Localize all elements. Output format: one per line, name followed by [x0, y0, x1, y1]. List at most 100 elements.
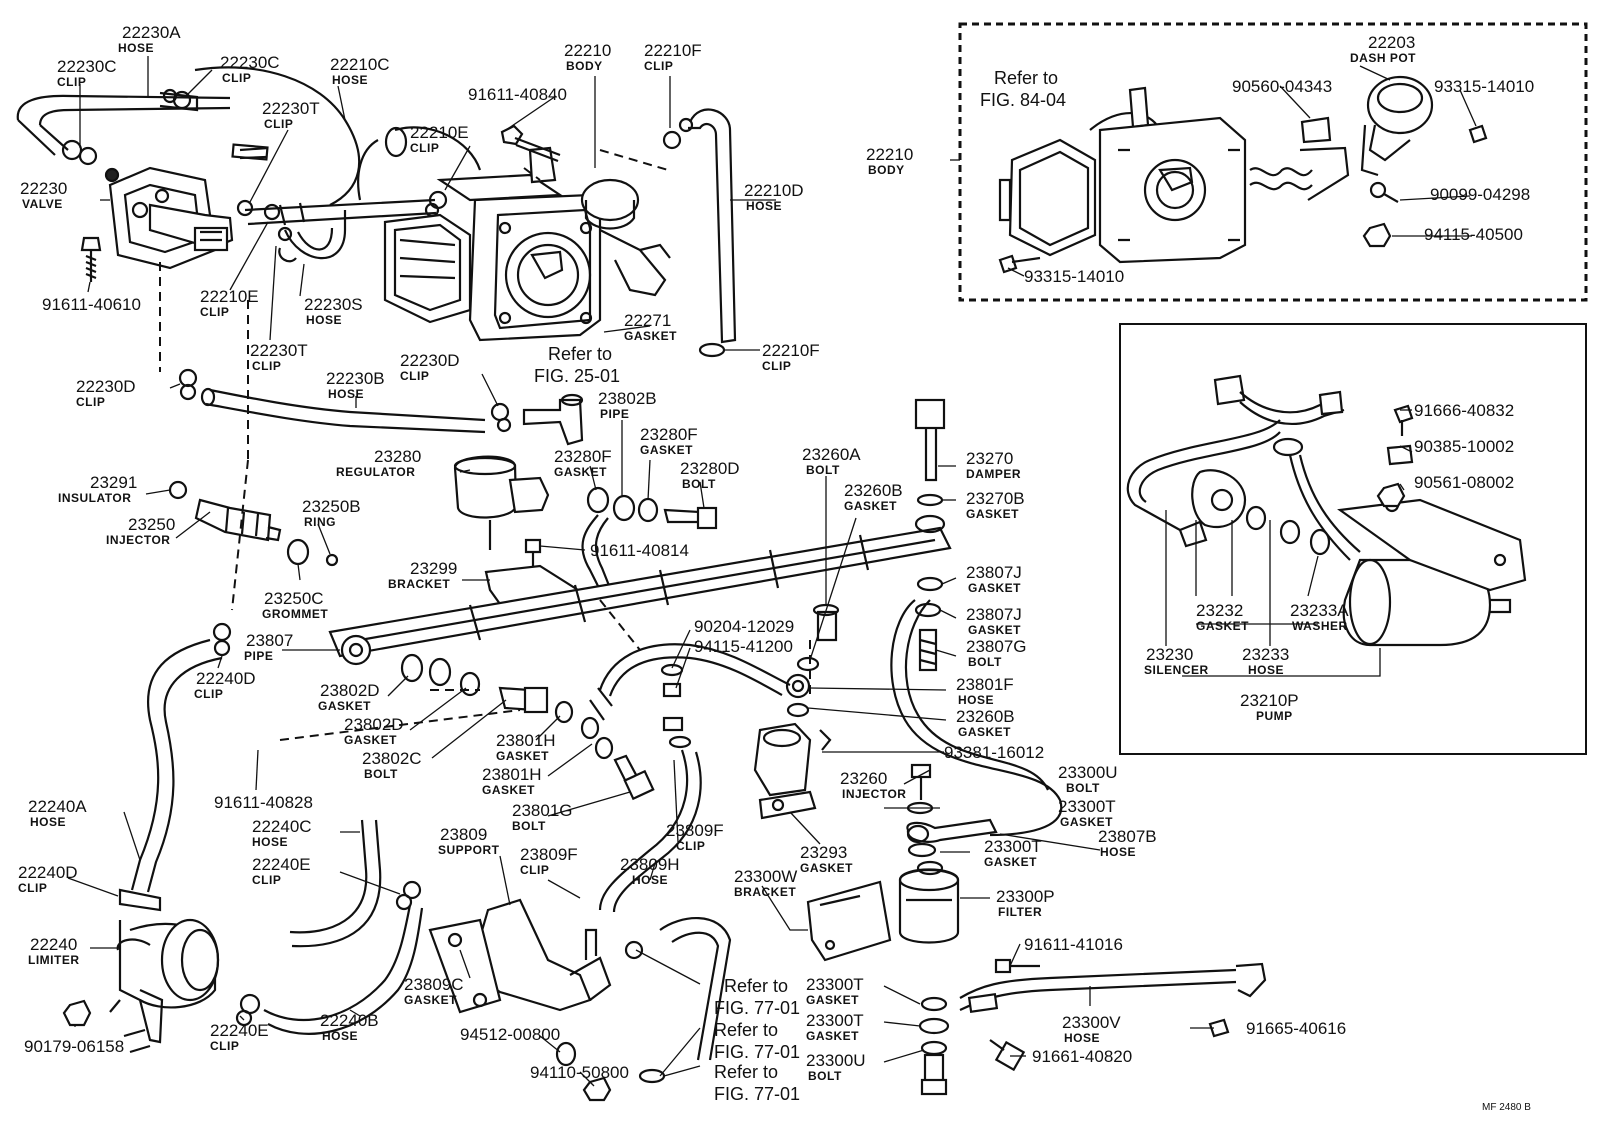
svg-text:23802D: 23802D: [320, 681, 380, 700]
svg-text:INJECTOR: INJECTOR: [106, 533, 170, 547]
svg-text:GASKET: GASKET: [966, 507, 1019, 521]
svg-text:23250C: 23250C: [264, 589, 324, 608]
svg-text:23300T: 23300T: [806, 1011, 864, 1030]
svg-text:22210E: 22210E: [410, 123, 469, 142]
svg-text:23300P: 23300P: [996, 887, 1055, 906]
svg-text:93381-16012: 93381-16012: [944, 743, 1044, 762]
svg-text:SUPPORT: SUPPORT: [438, 843, 500, 857]
svg-text:22230: 22230: [20, 179, 67, 198]
figure-code: MF 2480 B: [1482, 1102, 1531, 1113]
svg-text:23300U: 23300U: [806, 1051, 866, 1070]
label-91611-40828: 91611-40828: [214, 793, 313, 812]
svg-text:HOSE: HOSE: [632, 873, 668, 887]
svg-text:HOSE: HOSE: [1064, 1031, 1100, 1045]
svg-text:22240D: 22240D: [18, 863, 78, 882]
svg-text:BOLT: BOLT: [806, 463, 840, 477]
svg-text:23802D: 23802D: [344, 715, 404, 734]
svg-text:22240B: 22240B: [320, 1011, 379, 1030]
svg-text:HOSE: HOSE: [746, 199, 782, 213]
svg-text:91611-40840: 91611-40840: [468, 85, 567, 104]
svg-text:91611-41016: 91611-41016: [1024, 935, 1123, 954]
svg-text:HOSE: HOSE: [328, 387, 364, 401]
svg-text:BOLT: BOLT: [682, 477, 716, 491]
svg-text:22240C: 22240C: [252, 817, 312, 836]
svg-text:23300T: 23300T: [1058, 797, 1116, 816]
svg-text:94115-41200: 94115-41200: [694, 637, 793, 656]
svg-text:GASKET: GASKET: [404, 993, 457, 1007]
label-90179-06158: 90179-06158: [24, 1037, 124, 1056]
svg-text:23270: 23270: [966, 449, 1013, 468]
svg-text:23260B: 23260B: [844, 481, 903, 500]
inset-fuel-pump-drawing: [1126, 374, 1527, 647]
svg-text:23807J: 23807J: [966, 563, 1022, 582]
svg-text:22240E: 22240E: [210, 1021, 269, 1040]
svg-text:90099-04298: 90099-04298: [1430, 185, 1530, 204]
svg-text:22210C: 22210C: [330, 55, 390, 74]
svg-text:23232: 23232: [1196, 601, 1243, 620]
svg-text:22230S: 22230S: [304, 295, 363, 314]
label-90204-12029: 90204-12029: [694, 617, 794, 636]
svg-text:REGULATOR: REGULATOR: [336, 465, 415, 479]
svg-text:GASKET: GASKET: [800, 861, 853, 875]
svg-text:GASKET: GASKET: [958, 725, 1011, 739]
svg-text:CLIP: CLIP: [194, 687, 223, 701]
svg-text:GASKET: GASKET: [968, 581, 1021, 595]
svg-text:HOSE: HOSE: [306, 313, 342, 327]
label-91661-40820: 91661-40820: [1032, 1047, 1132, 1066]
svg-text:22240A: 22240A: [28, 797, 87, 816]
label-90385-10002: 90385-10002: [1414, 437, 1514, 456]
svg-text:CLIP: CLIP: [18, 881, 47, 895]
svg-text:RING: RING: [304, 515, 336, 529]
svg-text:GASKET: GASKET: [968, 623, 1021, 637]
svg-text:23260: 23260: [840, 769, 887, 788]
svg-text:23801G: 23801G: [512, 801, 573, 820]
svg-text:23809C: 23809C: [404, 975, 464, 994]
svg-text:23802B: 23802B: [598, 389, 657, 408]
svg-text:22271: 22271: [624, 311, 671, 330]
svg-text:22203: 22203: [1368, 33, 1415, 52]
svg-text:22230D: 22230D: [76, 377, 136, 396]
svg-text:HOSE: HOSE: [118, 41, 154, 55]
svg-text:GASKET: GASKET: [554, 465, 607, 479]
fuel-pump-inset-box: [1119, 323, 1587, 755]
svg-text:91661-40820: 91661-40820: [1032, 1047, 1132, 1066]
svg-text:22210F: 22210F: [644, 41, 702, 60]
svg-text:94110-50800: 94110-50800: [530, 1063, 629, 1082]
svg-text:23809: 23809: [440, 825, 487, 844]
svg-text:GASKET: GASKET: [844, 499, 897, 513]
svg-text:HOSE: HOSE: [332, 73, 368, 87]
svg-text:GASKET: GASKET: [482, 783, 535, 797]
